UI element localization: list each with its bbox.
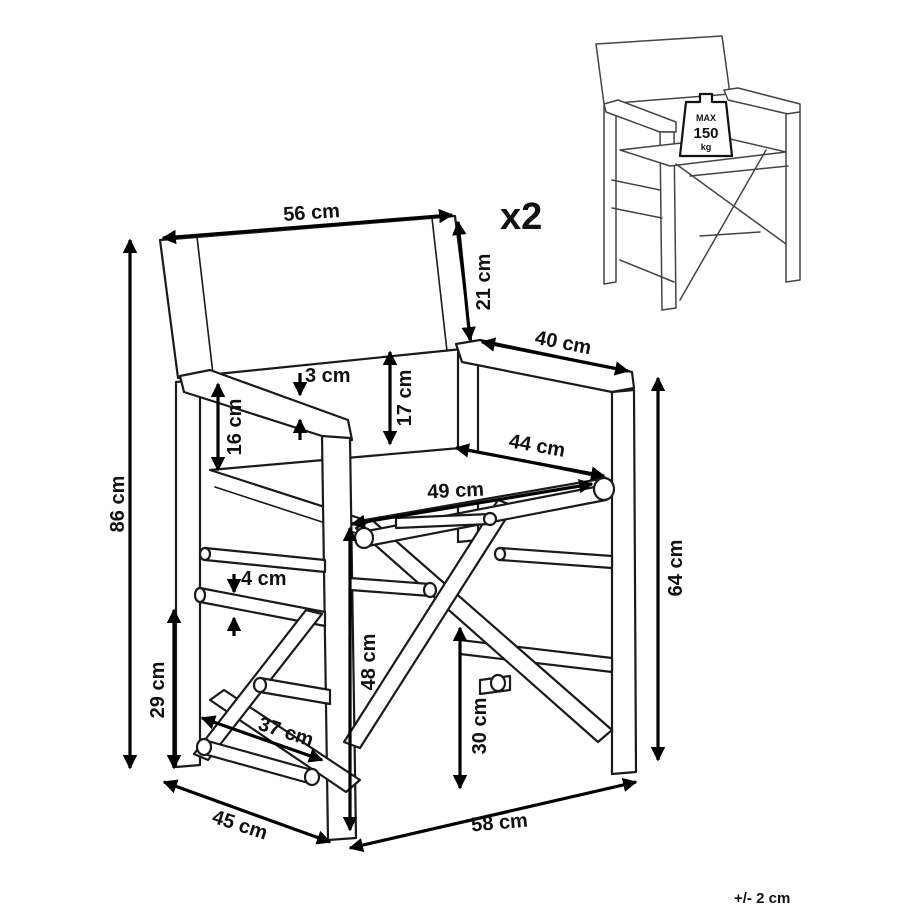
label-arm-thickness: 3 cm: [305, 365, 351, 387]
label-backrest-height: 21 cm: [473, 254, 495, 311]
rear-left-post: [174, 378, 202, 769]
max-load-top: MAX: [696, 113, 716, 123]
label-depth: 45 cm: [209, 806, 270, 844]
dim-footrest-width: [200, 715, 324, 763]
dim-seat-depth: [454, 443, 606, 481]
label-bar-thickness: 4 cm: [241, 568, 287, 590]
dim-depth: [162, 779, 332, 845]
dowel-end: [482, 511, 498, 527]
dowel-end: [493, 546, 507, 562]
front-rail-2: [258, 676, 332, 706]
dimension-labels: 56 cm 21 cm 40 cm 86 cm 3 cm 17 cm 16 cm…: [107, 200, 687, 844]
dowel-end: [195, 737, 213, 757]
dim-backrest-height: [452, 220, 476, 342]
thumb-frame-bars: [611, 149, 789, 301]
dowel-end: [252, 676, 268, 694]
label-arm-height: 64 cm: [665, 540, 687, 597]
max-load-weight-icon: MAX 150 kg: [678, 92, 734, 158]
front-right-leg: [610, 388, 638, 776]
tolerance-label: +/- 2 cm: [734, 890, 790, 907]
quantity-label: x2: [500, 196, 542, 238]
max-load-unit: kg: [701, 142, 712, 152]
dim-armrest-depth: [480, 337, 630, 376]
dowel-end: [489, 673, 507, 693]
label-seat-height: 48 cm: [358, 634, 380, 691]
dim-seat-width: [350, 479, 594, 529]
dowel-end: [198, 546, 212, 562]
thumb-right-arm: [723, 87, 801, 115]
label-arm-height-above-seat: 16 cm: [224, 399, 246, 456]
label-backrest-width: 56 cm: [283, 200, 341, 226]
label-total-height: 86 cm: [107, 476, 129, 533]
dimension-lines: [122, 208, 666, 853]
thumb-left-arm: [603, 99, 677, 133]
dim-width: [348, 777, 638, 853]
thumb-front-left-leg: [659, 131, 677, 311]
dowel-end: [422, 581, 438, 599]
max-load-value: 150: [693, 125, 718, 142]
label-seat-depth: 44 cm: [507, 430, 567, 462]
dim-backrest-width: [161, 208, 454, 245]
chair-drawing: [158, 214, 638, 842]
thumbnail-chair: MAX 150 kg: [595, 35, 801, 311]
thumb-front-right-leg: [785, 111, 801, 283]
label-front-bar-height: 29 cm: [147, 662, 169, 719]
label-seat-width: 49 cm: [427, 479, 485, 504]
seat-front-rail-end-left: [353, 526, 375, 550]
backrest: [158, 214, 474, 380]
label-back-gap: 17 cm: [394, 370, 416, 427]
seat-front-rail-end: [592, 476, 616, 502]
right-side-stretcher-upper: [498, 546, 614, 570]
dowel-end: [303, 767, 321, 787]
label-back-bar-height: 30 cm: [469, 698, 491, 755]
thumb-rear-left-post: [603, 103, 617, 285]
label-width: 58 cm: [470, 810, 528, 837]
backrest-seam-left: [196, 236, 214, 375]
dowel-end: [193, 586, 207, 604]
